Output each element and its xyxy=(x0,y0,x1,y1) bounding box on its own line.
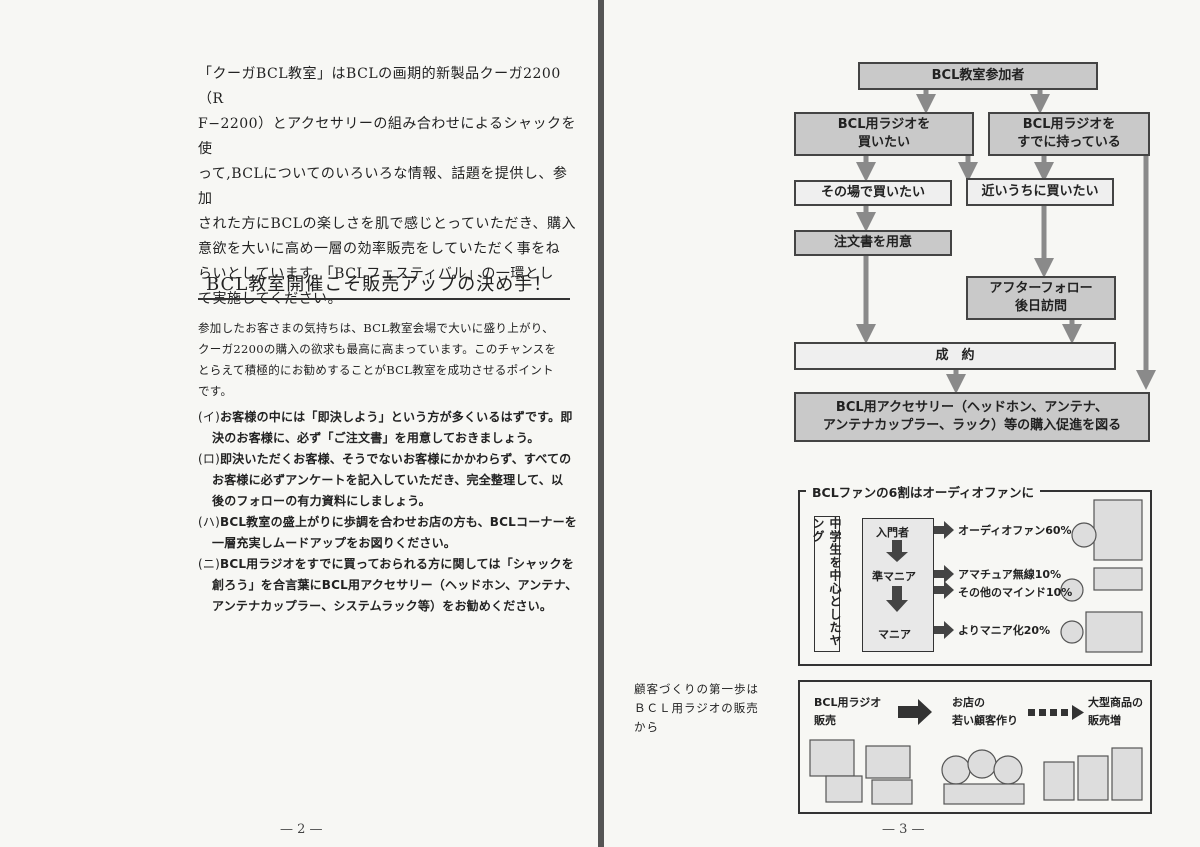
intro-line: って,BCLについてのいろいろな情報、話題を提供し、参加 xyxy=(198,166,568,207)
flow-box-already-have: BCL用ラジオをすでに持っている xyxy=(988,112,1150,156)
step-label: お店の 若い顧客作り xyxy=(952,694,1018,730)
side-note-line: から xyxy=(634,720,659,734)
side-note-line: ＢＣＬ用ラジオの販売 xyxy=(634,701,759,715)
flow-box-buy-now: その場で買いたい xyxy=(794,180,952,206)
intro-line: F−2200）とアクセサリーの組み合わせによるシャックを使 xyxy=(198,116,576,157)
outcome-label: その他のマインド10% xyxy=(958,586,1073,599)
list-item-text: 即決いただくお客様、そうでないお客様にかかわらず、すべての xyxy=(219,452,572,466)
list-item-text: BCL用ラジオをすでに買っておられる方に関しては「シャックを xyxy=(219,557,574,571)
intro-paragraph: 「クーガBCL教室」はBCLの画期的新製品クーガ2200（R F−2200）とア… xyxy=(198,62,578,312)
flow-box-label: アンテナカップラー、ラック）等の購入促進を図る xyxy=(822,418,1122,433)
flow-box-label: アフターフォロー xyxy=(989,281,1093,296)
step-label-line: 若い顧客作り xyxy=(952,714,1018,727)
step-label: 大型商品の 販売増 xyxy=(1088,694,1143,730)
body-paragraph: 参加したお客さまの気持ちは、BCL教室会場で大いに盛り上がり、 クーガ2200の… xyxy=(198,318,578,402)
flow-box-label: BCL用ラジオを xyxy=(1022,117,1116,132)
flow-box-label: すでに持っている xyxy=(1017,135,1121,150)
flow-box-label: 成 約 xyxy=(935,348,975,363)
body-line: 参加したお客さまの気持ちは、BCL教室会場で大いに盛り上がり、 xyxy=(198,321,554,335)
flow-box-label: BCL用ラジオを xyxy=(837,117,931,132)
step-label-line: お店の xyxy=(952,696,985,709)
flow-box-after-follow: アフターフォロー後日訪問 xyxy=(966,276,1116,320)
flow-box-label: BCL用アクセサリー（ヘッドホン、アンテナ、 xyxy=(835,400,1109,415)
flow-box-label: 注文書を用意 xyxy=(833,235,912,250)
list-item-text: BCL教室の盛上がりに歩調を合わせお店の方も、BCLコーナーを xyxy=(219,515,578,529)
flow-box-accessory-promo: BCL用アクセサリー（ヘッドホン、アンテナ、アンテナカップラー、ラック）等の購入… xyxy=(794,392,1150,442)
list-item: (ニ)BCL用ラジオをすでに買っておられる方に関しては「シャックを 創ろう」を合… xyxy=(198,554,583,617)
section-heading: BCL教室開催こそ販売アップの決め手！ xyxy=(198,262,570,300)
body-line: クーガ2200の購入の欲求も最高に高まっています。このチャンスを xyxy=(198,342,557,356)
list-item-text: 一層充実しムードアップをお図りください。 xyxy=(212,536,457,550)
points-list: (イ)お客様の中には「即決しよう」という方が多くいるはずです。即 決のお客様に、… xyxy=(198,407,583,617)
body-line: です。 xyxy=(198,384,233,398)
flow-box-label: その場で買いたい xyxy=(820,185,925,200)
step-label: BCL用ラジオ 販売 xyxy=(814,694,881,730)
intro-line: 「クーガBCL教室」はBCLの画期的新製品クーガ2200（R xyxy=(198,66,561,107)
left-page: 「クーガBCL教室」はBCLの画期的新製品クーガ2200（R F−2200）とア… xyxy=(0,0,598,847)
flow-box-label: 後日訪問 xyxy=(1014,299,1067,314)
list-marker: (イ) xyxy=(198,410,220,424)
right-page: BCL教室参加者 BCL用ラジオを買いたい BCL用ラジオをすでに持っている そ… xyxy=(604,0,1200,847)
fan-box-title: BCLファンの6割はオーディオファンに xyxy=(806,482,1040,501)
flow-box-order-form: 注文書を用意 xyxy=(794,230,952,256)
side-note-line: 顧客づくりの第一歩は xyxy=(634,682,759,696)
target-audience-label: 中学生を中心としたヤング xyxy=(811,516,842,652)
flow-box-buy-soon: 近いうちに買いたい xyxy=(966,178,1114,206)
step-label-line: BCL用ラジオ xyxy=(814,696,882,709)
flow-box-participants: BCL教室参加者 xyxy=(858,62,1098,90)
section-heading-text: BCL教室開催こそ販売アップの決め手！ xyxy=(206,274,553,295)
list-item-text: 後のフォローの有力資料にしましょう。 xyxy=(212,494,431,508)
flow-box-label: 近いうちに買いたい xyxy=(981,184,1099,199)
flow-box-want-buy: BCL用ラジオを買いたい xyxy=(794,112,974,156)
stage-label: マニア xyxy=(878,628,911,641)
customer-steps-box xyxy=(798,680,1152,814)
list-item: (ハ)BCL教室の盛上がりに歩調を合わせお店の方も、BCLコーナーを 一層充実し… xyxy=(198,512,583,554)
list-marker: (ロ) xyxy=(198,452,220,466)
stage-label: 準マニア xyxy=(872,570,916,583)
step-label-line: 販売増 xyxy=(1088,714,1121,727)
step-label-line: 販売 xyxy=(814,714,836,727)
flow-box-label: 買いたい xyxy=(857,135,910,150)
intro-line: 意欲を大いに高め一層の効率販売をしていただく事をね xyxy=(198,241,561,257)
page-number: — 2 — xyxy=(280,822,323,837)
stage-label: 入門者 xyxy=(876,526,909,539)
outcome-label: オーディオファン60% xyxy=(958,524,1072,537)
flow-arrows xyxy=(856,88,1156,394)
outcome-label: アマチュア無線10% xyxy=(958,568,1062,581)
list-item-text: アンテナカップラー、システムラック等）をお勧めください。 xyxy=(212,599,553,613)
list-marker: (ハ) xyxy=(198,515,220,529)
book-gutter xyxy=(598,0,604,847)
list-item-text: 決のお客様に、必ず「ご注文書」を用意しておきましょう。 xyxy=(212,431,540,445)
list-item-text: 創ろう」を合言葉にBCL用アクセサリー（ヘッドホン、アンテナ、 xyxy=(212,578,578,592)
outcome-label: よりマニア化20% xyxy=(958,624,1051,637)
list-item: (ロ)即決いただくお客様、そうでないお客様にかかわらず、すべての お客様に必ずア… xyxy=(198,449,583,512)
list-marker: (ニ) xyxy=(198,557,220,571)
flow-box-label: BCL教室参加者 xyxy=(931,68,1025,83)
list-item-text: お客様に必ずアンケートを記入していただき、完全整理して、以 xyxy=(212,473,564,487)
intro-line: された方にBCLの楽しさを肌で感じとっていただき、購入 xyxy=(198,216,576,232)
intro-line: らいとしています。「BCLフェスティバル」の一環とし xyxy=(198,266,554,282)
list-item: (イ)お客様の中には「即決しよう」という方が多くいるはずです。即 決のお客様に、… xyxy=(198,407,583,449)
list-item-text: お客様の中には「即決しよう」という方が多くいるはずです。即 xyxy=(219,410,573,424)
step-label-line: 大型商品の xyxy=(1088,696,1143,709)
page-number: — 3 — xyxy=(882,822,925,837)
body-line: とらえて積極的にお勧めすることがBCL教室を成功させるポイント xyxy=(198,363,554,377)
side-note: 顧客づくりの第一歩は ＢＣＬ用ラジオの販売 から xyxy=(634,680,759,737)
flow-box-contract: 成 約 xyxy=(794,342,1116,370)
